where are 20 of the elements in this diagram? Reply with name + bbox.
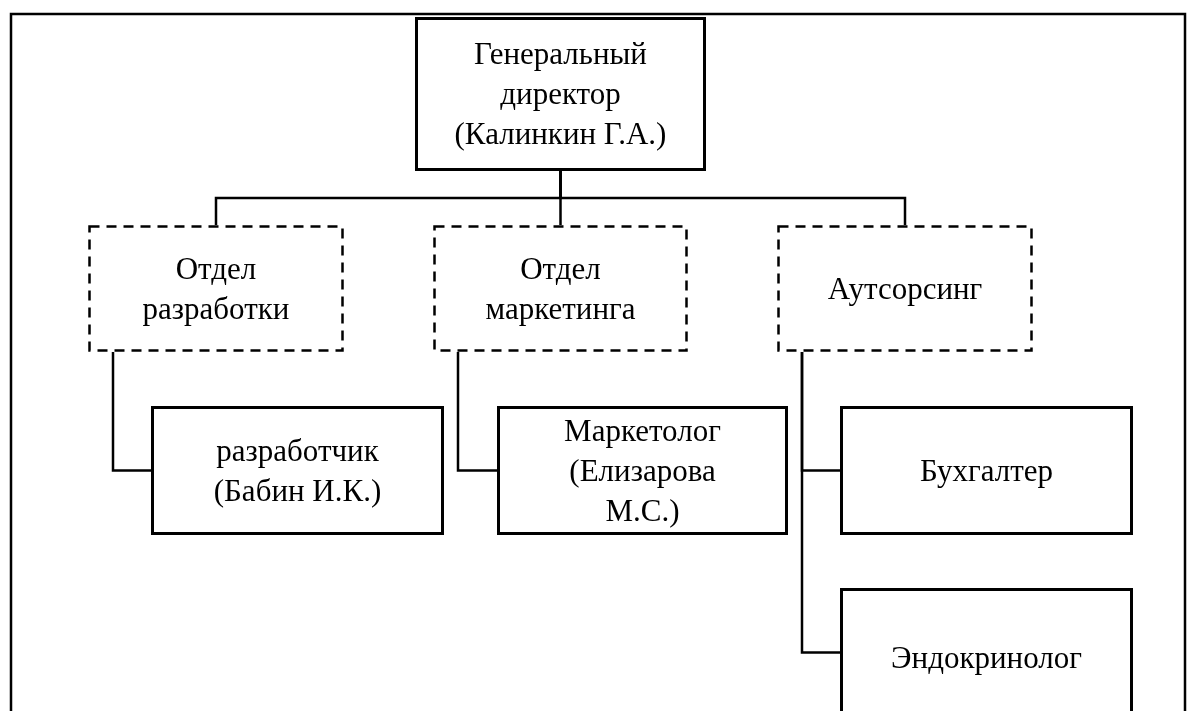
position-box [840,406,1133,535]
department-box [777,225,1033,352]
node-label: Эндокринолог [890,639,1083,677]
node-label: Отдел маркетинга [484,249,637,328]
node-label: Бухгалтер [918,451,1055,490]
connector-line [800,352,840,654]
position-box [497,406,788,535]
node-label: разработчик (Бабин И.К.) [212,431,383,510]
connector-line [456,352,497,472]
position-box [840,588,1133,711]
department-box [433,225,688,352]
department-box [88,225,344,352]
node-label: Отдел разработки [141,249,291,328]
position-box [415,17,706,171]
node-label: Аутсорсинг [826,269,984,308]
connector-line [559,171,907,225]
node-label: Генеральный директор (Калинкин Г.А.) [453,35,668,153]
connector-line [111,352,151,472]
node-label: Маркетолог (Елизарова М.С.) [563,411,722,530]
position-box [151,406,444,535]
